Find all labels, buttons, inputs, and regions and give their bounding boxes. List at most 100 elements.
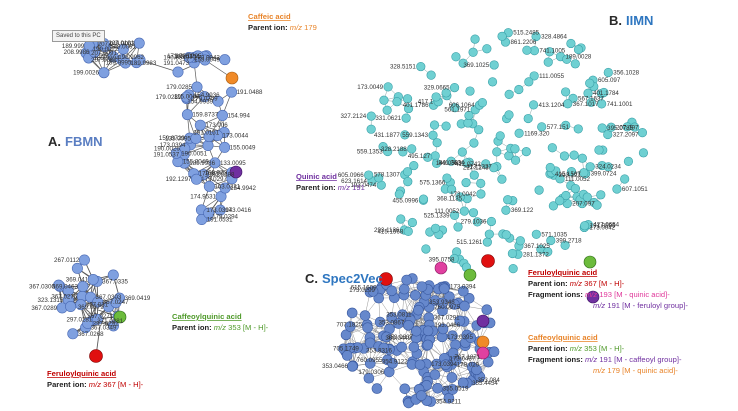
spec2vec-node[interactable] (387, 358, 398, 369)
fbmn-node[interactable] (203, 131, 215, 143)
fbmn-node[interactable] (53, 279, 65, 291)
iimn-node[interactable] (504, 89, 514, 99)
iimn-node[interactable] (477, 98, 487, 108)
fbmn-node[interactable] (226, 86, 238, 98)
iimn-node[interactable] (476, 178, 486, 188)
iimn-node[interactable] (534, 185, 544, 195)
iimn-node[interactable] (458, 58, 468, 68)
iimn-node[interactable] (603, 67, 613, 78)
iimn-node[interactable] (472, 217, 482, 227)
spec2vec-node[interactable] (465, 332, 477, 344)
spec2vec-node[interactable] (362, 322, 373, 333)
iimn-node[interactable] (430, 223, 441, 233)
iimn-node[interactable] (398, 147, 408, 157)
iimn-node[interactable] (546, 235, 556, 246)
iimn-node[interactable] (432, 138, 442, 148)
iimn-node[interactable] (523, 113, 533, 124)
iimn-node[interactable] (382, 105, 392, 115)
iimn-node[interactable] (497, 31, 507, 41)
iimn-node[interactable] (555, 196, 565, 206)
spec2vec-node[interactable] (458, 285, 469, 297)
iimn-node[interactable] (428, 130, 438, 140)
spec2vec-node[interactable] (444, 291, 455, 302)
iimn-node[interactable] (486, 216, 497, 227)
fbmn-node[interactable] (217, 109, 229, 121)
iimn-node[interactable] (379, 95, 389, 105)
iimn-node[interactable] (465, 86, 475, 96)
iimn-node[interactable] (442, 173, 452, 183)
iimn-node[interactable] (555, 174, 565, 184)
iimn-node[interactable] (545, 162, 555, 173)
fbmn-node[interactable] (67, 328, 79, 340)
fbmn-node[interactable] (133, 37, 145, 49)
spec2vec-node[interactable] (341, 350, 353, 361)
iimn-node[interactable] (503, 195, 513, 205)
feruloylquinic-acid-node[interactable] (89, 349, 103, 363)
iimn-node[interactable] (547, 143, 557, 153)
fbmn-node[interactable] (119, 57, 131, 69)
iimn-node[interactable] (508, 264, 518, 274)
iimn-node[interactable] (489, 60, 499, 70)
iimn-node[interactable] (562, 54, 572, 64)
iimn-node[interactable] (481, 159, 491, 169)
iimn-node[interactable] (450, 103, 460, 113)
iimn-feruloylquinic-node[interactable] (481, 254, 495, 268)
spec2vec-node[interactable] (403, 320, 414, 331)
iimn-node[interactable] (449, 253, 459, 264)
iimn-node[interactable] (563, 99, 573, 109)
spec2vec-node[interactable] (454, 315, 466, 327)
spec2vec-feruloylquinic-node[interactable] (379, 272, 393, 286)
iimn-node[interactable] (580, 221, 590, 231)
iimn-node[interactable] (402, 167, 413, 177)
iimn-node[interactable] (426, 70, 436, 80)
iimn-node[interactable] (364, 170, 374, 180)
spec2vec-node[interactable] (386, 285, 397, 297)
fbmn-node[interactable] (214, 204, 226, 216)
iimn-node[interactable] (421, 244, 431, 254)
iimn-node[interactable] (528, 100, 539, 110)
iimn-node[interactable] (504, 110, 514, 120)
iimn-node[interactable] (401, 113, 411, 123)
fbmn-node[interactable] (209, 157, 221, 169)
spec2vec-node[interactable] (447, 347, 459, 359)
iimn-node[interactable] (383, 82, 393, 92)
fbmn-node[interactable] (82, 317, 94, 329)
iimn-node[interactable] (449, 210, 460, 220)
spec2vec-fragment-193-node[interactable] (476, 346, 490, 360)
iimn-node[interactable] (403, 177, 413, 187)
iimn-node[interactable] (585, 78, 595, 88)
fbmn-node[interactable] (117, 43, 129, 55)
spec2vec-node[interactable] (482, 356, 494, 368)
iimn-node[interactable] (497, 174, 507, 184)
fbmn-node[interactable] (179, 143, 191, 155)
iimn-node[interactable] (561, 120, 571, 130)
iimn-node[interactable] (510, 144, 520, 154)
spec2vec-node[interactable] (371, 383, 383, 394)
iimn-node[interactable] (501, 205, 511, 215)
iimn-node[interactable] (531, 229, 541, 239)
spec2vec-node[interactable] (410, 289, 421, 301)
iimn-node[interactable] (431, 92, 441, 102)
iimn-caffeoylquinic-node[interactable] (583, 255, 597, 269)
iimn-node[interactable] (492, 147, 502, 157)
fbmn-node[interactable] (98, 67, 110, 79)
iimn-node[interactable] (514, 128, 524, 138)
iimn-node[interactable] (606, 122, 616, 132)
iimn-node[interactable] (560, 240, 570, 250)
fbmn-node[interactable] (91, 313, 103, 325)
iimn-node[interactable] (495, 131, 505, 141)
iimn-fragment-193-node[interactable] (434, 261, 448, 275)
spec2vec-node[interactable] (413, 304, 424, 316)
iimn-node[interactable] (441, 88, 451, 98)
spec2vec-node[interactable] (340, 329, 352, 341)
iimn-node[interactable] (482, 44, 492, 54)
spec2vec-node[interactable] (396, 341, 408, 353)
iimn-node[interactable] (451, 52, 461, 62)
iimn-node[interactable] (403, 103, 414, 114)
fbmn-node[interactable] (134, 54, 146, 66)
spec2vec-node[interactable] (481, 304, 493, 316)
iimn-node[interactable] (407, 144, 417, 154)
iimn-quinic-node[interactable] (586, 290, 600, 304)
fbmn-node[interactable] (62, 285, 74, 297)
iimn-node[interactable] (418, 194, 429, 204)
